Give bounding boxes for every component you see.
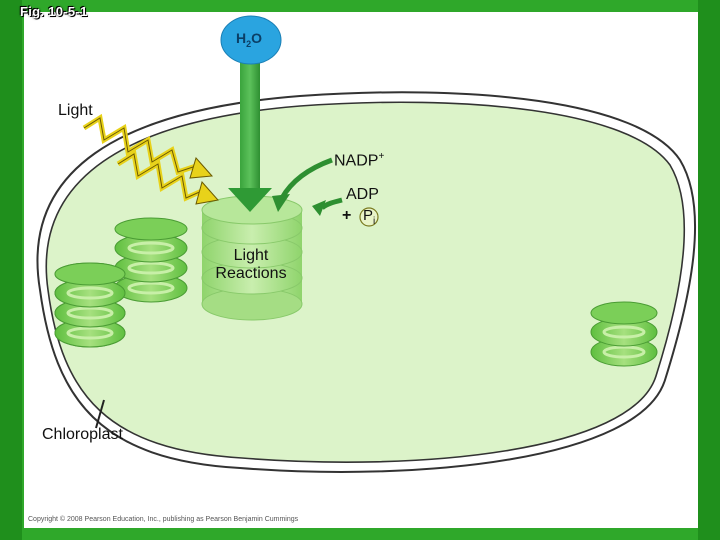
nadp-arrow — [272, 157, 333, 212]
granum-middle — [114, 217, 188, 303]
light-reactions-label: Light Reactions — [215, 247, 287, 282]
h2o-circle — [220, 15, 282, 65]
nadp-label: NADP+ — [334, 151, 385, 170]
phosphate-circle — [359, 207, 379, 227]
left-border-stripe — [0, 0, 22, 540]
light-label: Light — [58, 102, 93, 119]
adp-label: ADP — [346, 186, 379, 203]
light-rays — [82, 113, 219, 205]
chloroplast-pointer-line — [95, 399, 105, 429]
adp-arrow — [312, 197, 343, 216]
plus-sign: + — [342, 207, 352, 224]
granum-right — [590, 301, 658, 367]
granum-left-front — [54, 262, 126, 348]
phosphate-label: Pi — [363, 207, 376, 227]
right-border-stripe — [698, 0, 720, 540]
figure-label: Fig. 10-5-1 — [20, 4, 88, 19]
h2o-input-arrow — [228, 52, 272, 212]
chloroplast-label: Chloroplast — [42, 426, 123, 443]
copyright-notice: Copyright © 2008 Pearson Education, Inc.… — [28, 516, 299, 523]
h2o-label: H2O — [236, 30, 263, 49]
light-reactions-granum — [201, 195, 303, 321]
chloroplast-outer-membrane — [36, 91, 697, 473]
